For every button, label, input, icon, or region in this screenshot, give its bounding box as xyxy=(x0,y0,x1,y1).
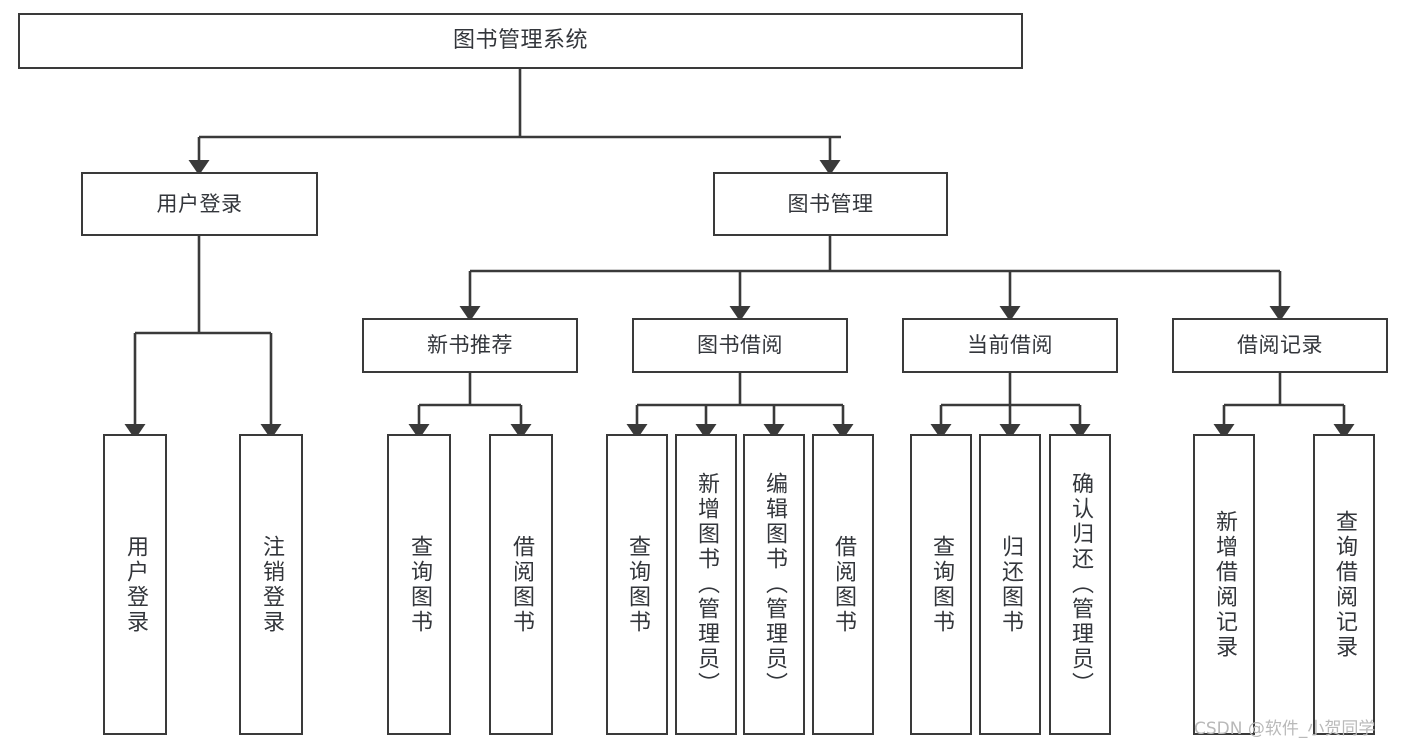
node-leaf-query-book-2[interactable]: 查询图书 xyxy=(606,434,668,735)
node-leaf-logout-login[interactable]: 注销登录 xyxy=(239,434,303,735)
node-label: 新增借阅记录 xyxy=(1212,509,1237,660)
node-label: 确认归还（管理员） xyxy=(1068,472,1093,697)
node-leaf-borrow-book-1[interactable]: 借阅图书 xyxy=(489,434,553,735)
node-leaf-add-record[interactable]: 新增借阅记录 xyxy=(1193,434,1255,735)
node-leaf-query-book-1[interactable]: 查询图书 xyxy=(387,434,451,735)
node-leaf-user-login[interactable]: 用户登录 xyxy=(103,434,167,735)
node-leaf-borrow-book-2[interactable]: 借阅图书 xyxy=(812,434,874,735)
node-label: 用户登录 xyxy=(123,534,148,635)
node-label: 图书管理 xyxy=(787,191,874,216)
node-borrow-record[interactable]: 借阅记录 xyxy=(1172,318,1388,373)
node-leaf-add-book[interactable]: 新增图书（管理员） xyxy=(675,434,737,735)
node-leaf-return-book[interactable]: 归还图书 xyxy=(979,434,1041,735)
node-label: 查询借阅记录 xyxy=(1332,509,1357,660)
node-label: 借阅记录 xyxy=(1237,333,1323,358)
node-new-book-recommend[interactable]: 新书推荐 xyxy=(362,318,578,373)
node-label: 归还图书 xyxy=(998,534,1023,635)
node-label: 借阅图书 xyxy=(509,534,534,635)
node-label: 查询图书 xyxy=(407,534,432,635)
node-label: 图书借阅 xyxy=(697,333,783,358)
node-label: 查询图书 xyxy=(625,534,650,635)
node-root-book-management-system[interactable]: 图书管理系统 xyxy=(18,13,1023,69)
node-label: 借阅图书 xyxy=(831,534,856,635)
node-leaf-edit-book[interactable]: 编辑图书（管理员） xyxy=(743,434,805,735)
node-leaf-confirm-return[interactable]: 确认归还（管理员） xyxy=(1049,434,1111,735)
node-current-borrow[interactable]: 当前借阅 xyxy=(902,318,1118,373)
node-user-login[interactable]: 用户登录 xyxy=(81,172,318,236)
node-label: 编辑图书（管理员） xyxy=(762,472,787,697)
csdn-watermark: CSDN @软件_小贺同学 xyxy=(1194,719,1376,739)
node-leaf-query-record[interactable]: 查询借阅记录 xyxy=(1313,434,1375,735)
node-label: 当前借阅 xyxy=(967,333,1053,358)
node-label: 用户登录 xyxy=(156,191,243,216)
node-label: 新书推荐 xyxy=(427,333,513,358)
node-label: 新增图书（管理员） xyxy=(694,472,719,697)
node-label: 注销登录 xyxy=(259,534,284,635)
node-label: 查询图书 xyxy=(929,534,954,635)
node-book-manage[interactable]: 图书管理 xyxy=(713,172,948,236)
node-label: 图书管理系统 xyxy=(452,28,588,54)
node-leaf-query-book-3[interactable]: 查询图书 xyxy=(910,434,972,735)
node-book-borrow[interactable]: 图书借阅 xyxy=(632,318,848,373)
